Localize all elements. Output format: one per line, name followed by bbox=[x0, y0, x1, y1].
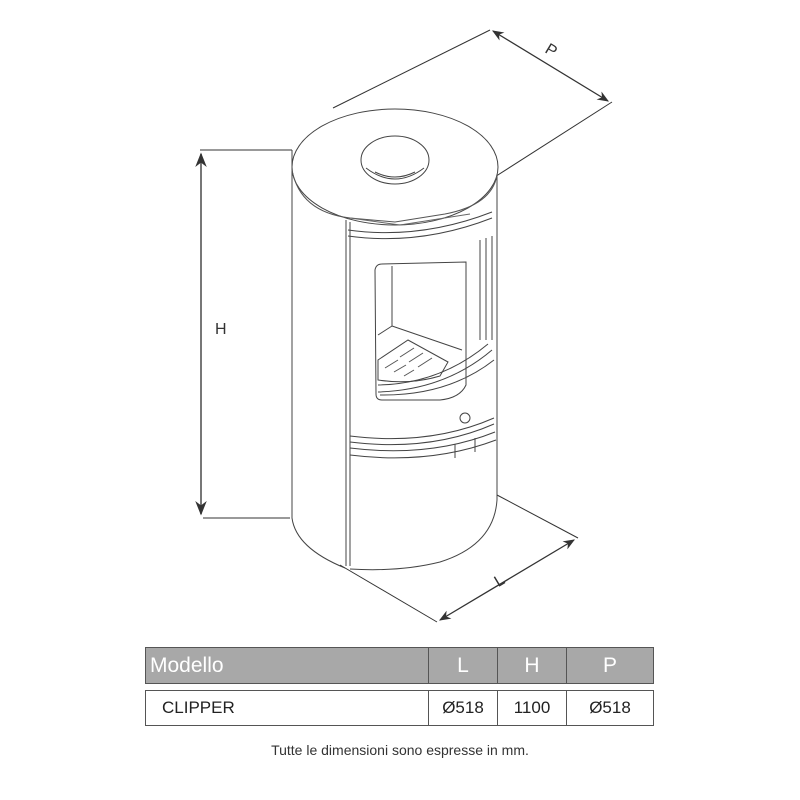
cell-l: Ø518 bbox=[428, 691, 497, 725]
cell-p: Ø518 bbox=[566, 691, 653, 725]
stove-dimension-drawing: H P L bbox=[195, 29, 613, 623]
cell-model: CLIPPER bbox=[162, 698, 235, 717]
units-footnote: Tutte le dimensioni sono espresse in mm. bbox=[271, 742, 529, 758]
table-row: CLIPPER Ø518 1100 Ø518 bbox=[145, 690, 654, 726]
depth-label: P bbox=[542, 41, 560, 61]
table-header-row: Modello L H P bbox=[145, 647, 654, 684]
width-dimension: L bbox=[339, 494, 579, 623]
header-h: H bbox=[497, 648, 566, 683]
header-model: Modello bbox=[150, 653, 224, 677]
header-p: P bbox=[566, 648, 653, 683]
cell-h: 1100 bbox=[497, 691, 566, 725]
height-dimension: H bbox=[195, 149, 292, 519]
stove-body bbox=[291, 108, 499, 571]
header-l: L bbox=[428, 648, 497, 683]
dimensions-table: Modello L H P CLIPPER Ø518 1100 Ø518 bbox=[145, 647, 654, 726]
height-label: H bbox=[215, 321, 227, 338]
